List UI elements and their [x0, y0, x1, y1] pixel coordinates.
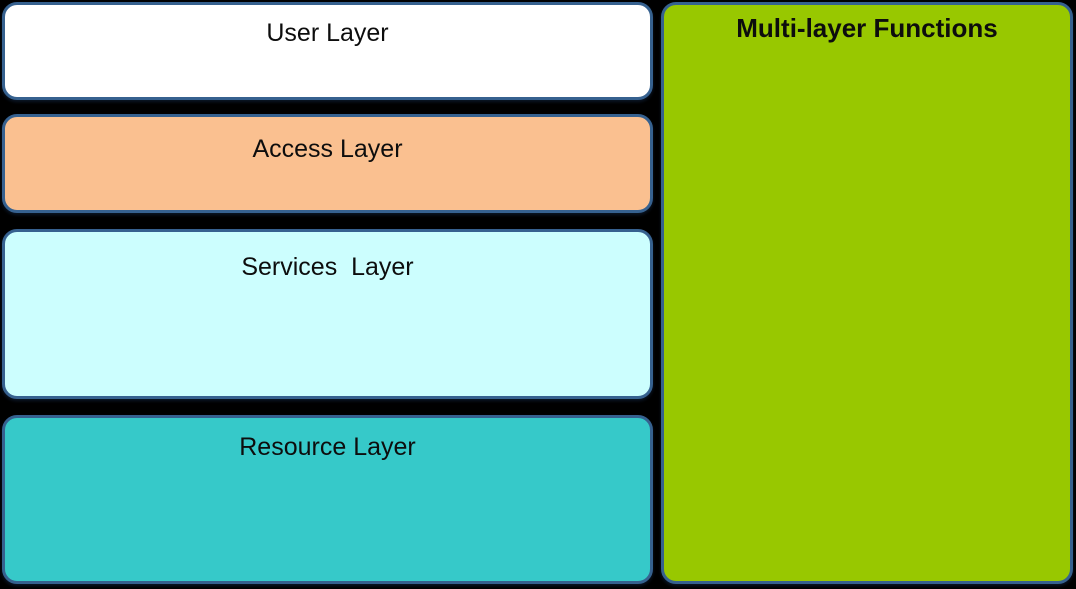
- layer-label-user: User Layer: [266, 19, 389, 47]
- layer-label-access: Access Layer: [252, 135, 403, 163]
- layer-box-services: Services Layer: [2, 229, 653, 399]
- layer-label-resource: Resource Layer: [239, 433, 416, 461]
- layer-box-user: User Layer: [2, 2, 653, 100]
- layer-box-resource: Resource Layer: [2, 415, 653, 584]
- layer-box-access: Access Layer: [2, 114, 653, 213]
- side-panel-label: Multi-layer Functions: [736, 13, 998, 43]
- layer-label-services: Services Layer: [241, 253, 414, 281]
- side-panel-multilayer-functions: Multi-layer Functions: [661, 2, 1073, 584]
